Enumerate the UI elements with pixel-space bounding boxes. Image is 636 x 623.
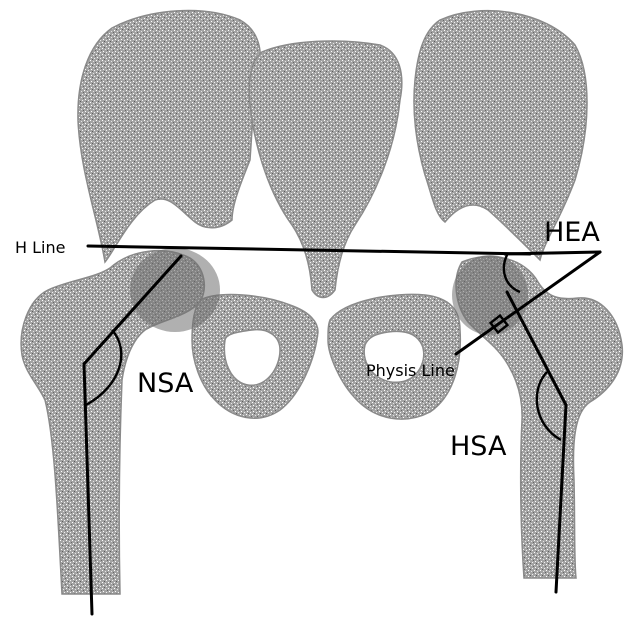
nsa-label: NSA xyxy=(137,368,194,399)
left-ilium xyxy=(78,11,261,262)
hsa-label: HSA xyxy=(450,431,507,462)
hea-line-upper xyxy=(505,252,600,254)
sacrum xyxy=(249,41,401,298)
right-pubis xyxy=(328,294,460,419)
hea-label: HEA xyxy=(544,217,600,248)
h-line-label: H Line xyxy=(15,238,65,257)
physis-line-label: Physis Line xyxy=(366,361,455,380)
